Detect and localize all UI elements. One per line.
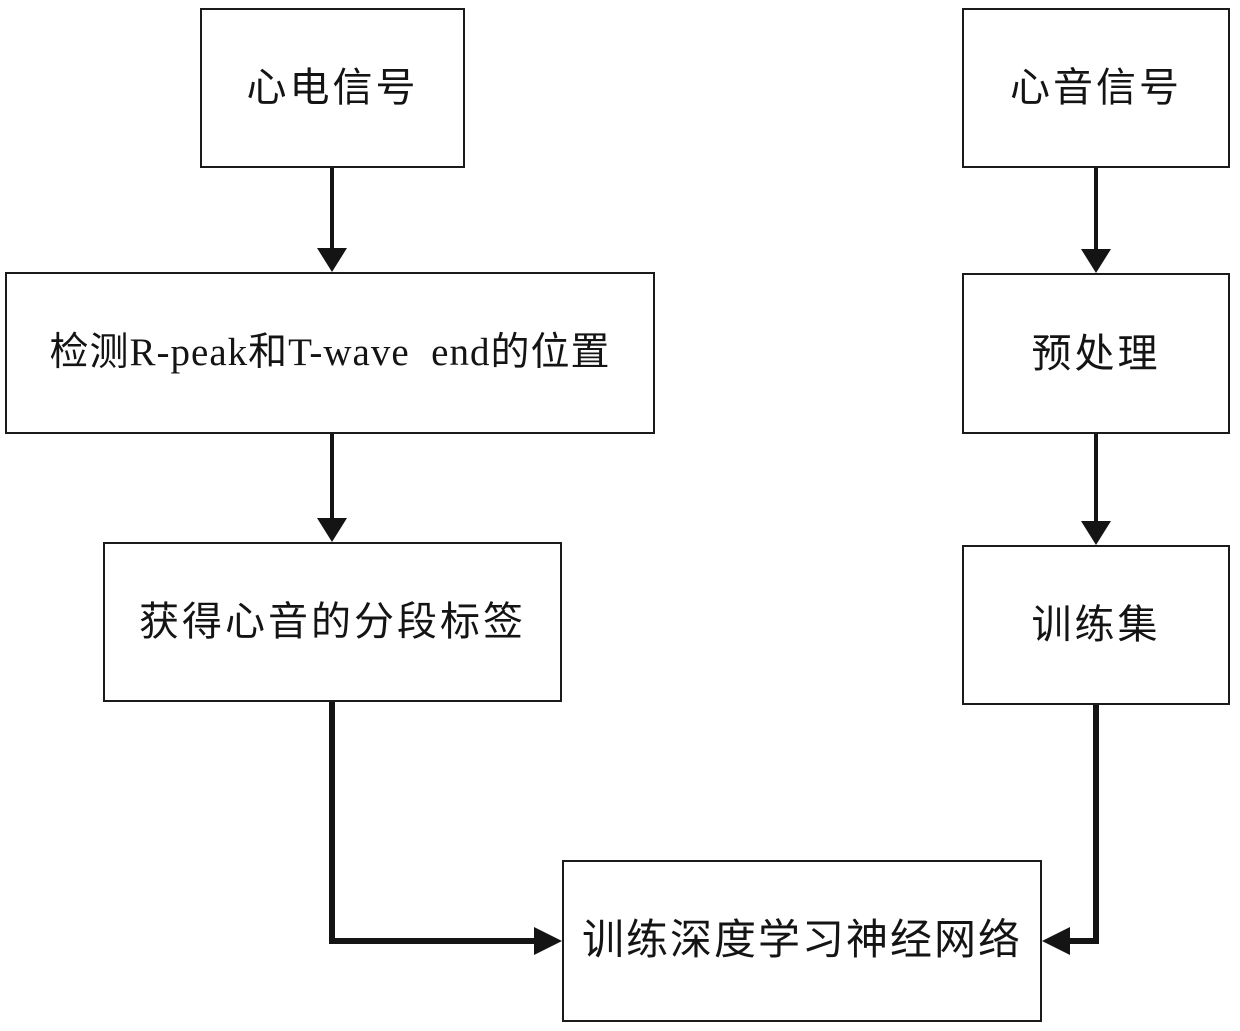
arrow-trainset-to-trainnet bbox=[1042, 705, 1099, 955]
node-ecg-signal-label: 心电信号 bbox=[246, 65, 419, 110]
arrow-seglabel-to-trainnet bbox=[329, 702, 562, 955]
node-train-network: 训练深度学习神经网络 bbox=[562, 860, 1042, 1022]
node-train-network-label: 训练深度学习神经网络 bbox=[581, 917, 1022, 964]
node-ecg-signal: 心电信号 bbox=[200, 8, 465, 168]
node-training-set: 训练集 bbox=[962, 545, 1230, 705]
arrow-pcg-to-preprocess bbox=[1081, 168, 1111, 273]
node-segment-labels-label: 获得心音的分段标签 bbox=[139, 599, 526, 644]
node-pcg-signal: 心音信号 bbox=[962, 8, 1230, 168]
node-preprocess-label: 预处理 bbox=[1031, 330, 1161, 376]
arrow-detect-to-seglabel bbox=[317, 434, 347, 542]
node-training-set-label: 训练集 bbox=[1031, 602, 1161, 647]
node-pcg-signal-label: 心音信号 bbox=[1010, 65, 1182, 110]
arrow-preprocess-to-trainset bbox=[1081, 434, 1111, 545]
node-segment-labels: 获得心音的分段标签 bbox=[103, 542, 562, 702]
node-detect-positions: 检测R-peak和T-wave end的位置 bbox=[5, 272, 655, 434]
arrow-ecg-to-detect bbox=[317, 168, 347, 272]
node-preprocess: 预处理 bbox=[962, 273, 1230, 434]
node-detect-positions-label: 检测R-peak和T-wave end的位置 bbox=[49, 330, 611, 374]
